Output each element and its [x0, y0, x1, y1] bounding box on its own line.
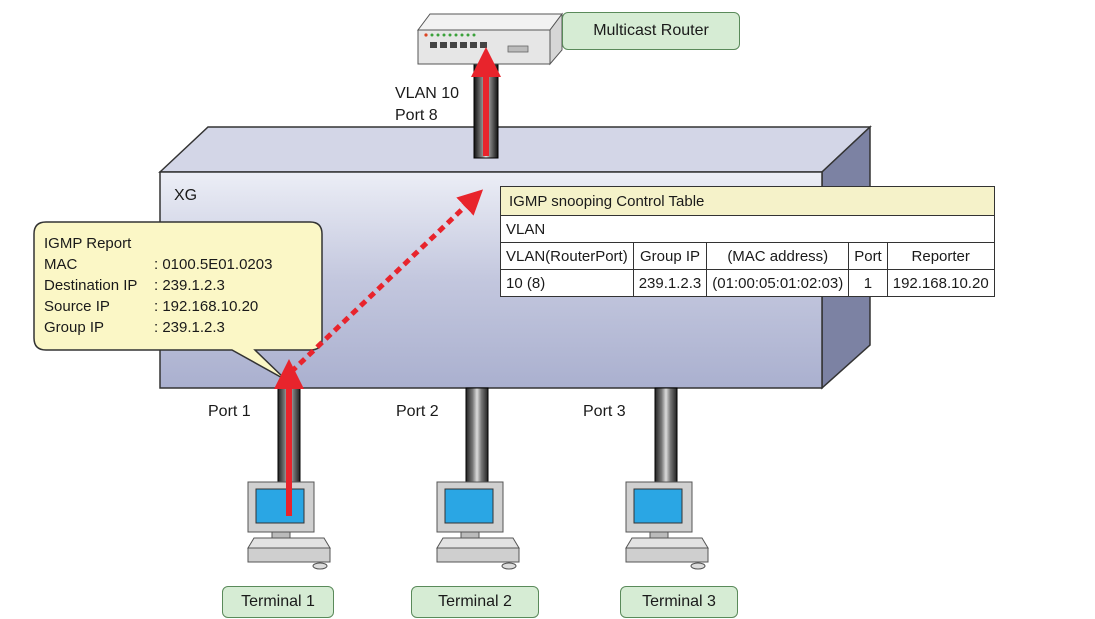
igmp-report-callout [33, 221, 323, 381]
cell-reporter: 192.168.10.20 [886, 269, 995, 297]
port2-label: Port 2 [396, 403, 439, 420]
table-header-group-ip: Group IP [632, 242, 708, 270]
port3-label: Port 3 [583, 403, 626, 420]
table-header-vlan: VLAN [500, 215, 995, 243]
cable-port3 [654, 387, 678, 489]
igmp-snooping-control-table: IGMP snooping Control Table VLAN VLAN(Ro… [500, 186, 995, 297]
cell-port: 1 [848, 269, 888, 297]
cell-group-ip: 239.1.2.3 [632, 269, 708, 297]
report-row-mac: MAC: 0100.5E01.0203 [44, 256, 273, 273]
router-icon [417, 12, 563, 66]
report-row-destination-ip: Destination IP: 239.1.2.3 [44, 277, 225, 294]
cable-port2 [465, 387, 489, 489]
report-arrow-snoop [289, 189, 484, 374]
table-header-vlan-routerport: VLAN(RouterPort) [500, 242, 634, 270]
table-header-reporter: Reporter [886, 242, 995, 270]
report-row-source-ip: Source IP: 192.168.10.20 [44, 298, 259, 315]
terminal2-label: Terminal 2 [411, 586, 539, 618]
computer-icon [436, 481, 520, 570]
terminal1-label: Terminal 1 [222, 586, 334, 618]
terminal3-label: Terminal 3 [620, 586, 738, 618]
table-header-port: Port [848, 242, 888, 270]
igmp-report-text: IGMP Report MAC: 0100.5E01.0203 Destinat… [44, 233, 272, 338]
computer-icon [625, 481, 709, 570]
router-label: Multicast Router [562, 12, 740, 50]
cell-vlan: 10 (8) [500, 269, 634, 297]
report-title: IGMP Report [44, 235, 132, 252]
switch-label: XG [174, 187, 198, 204]
uplink-vlan-label: VLAN 10 [395, 85, 460, 102]
computer-icon [247, 481, 331, 570]
uplink-port-label: Port 8 [395, 107, 438, 124]
table-row: 10 (8) 239.1.2.3 (01:00:05:01:02:03) 1 1… [500, 269, 995, 297]
table-header-mac: (MAC address) [706, 242, 850, 270]
cell-mac: (01:00:05:01:02:03) [706, 269, 850, 297]
table-title: IGMP snooping Control Table [500, 186, 995, 216]
port1-label: Port 1 [208, 403, 251, 420]
report-row-group-ip: Group IP: 239.1.2.3 [44, 319, 225, 336]
